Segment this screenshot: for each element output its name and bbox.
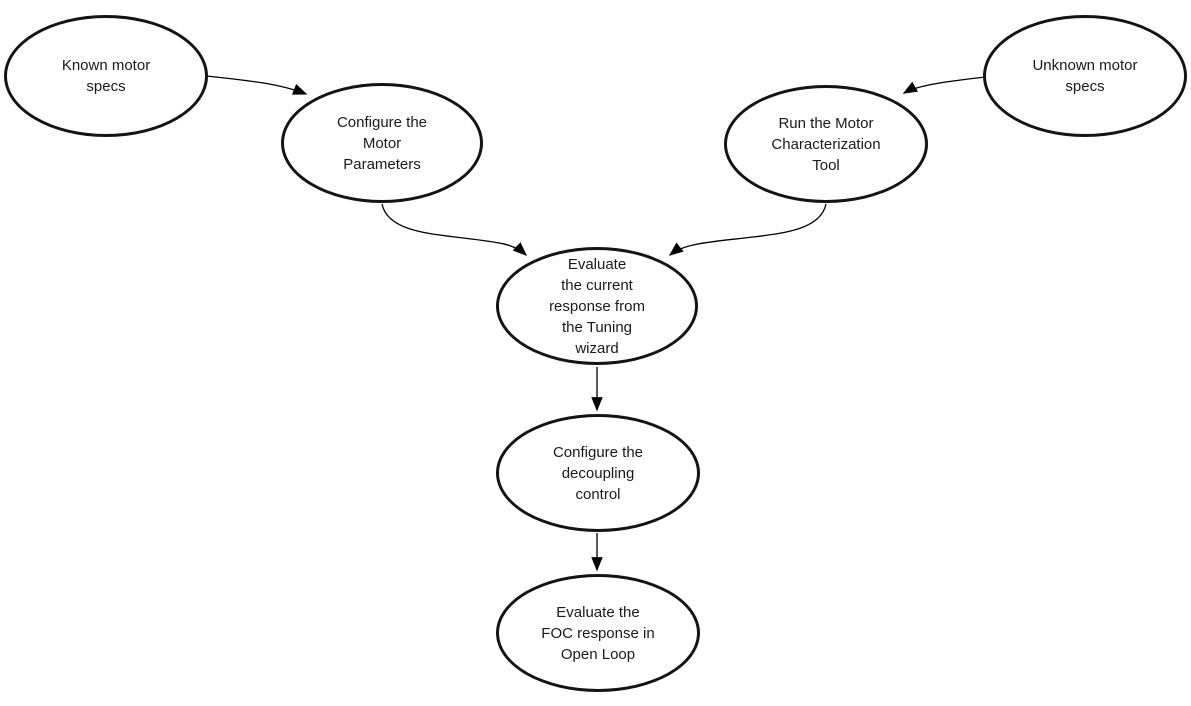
node-label: Evaluate the current response from the T…	[549, 255, 645, 357]
edge-configure-to-evaluate-arrow	[381, 203, 528, 256]
node-configure-decoupling-control: Configure the decoupling control	[496, 414, 700, 532]
node-label: Configure the Motor Parameters	[336, 113, 428, 173]
node-label: Run the Motor Characterization Tool	[771, 114, 881, 174]
node-label: Known motor specs	[61, 57, 151, 95]
node-configure-motor-parameters: Configure the Motor Parameters	[281, 83, 483, 203]
node-known-motor-specs: Known motor specs	[4, 15, 208, 137]
edge-known-to-configure-arrow	[205, 75, 308, 95]
node-unknown-motor-specs: Unknown motor specs	[983, 15, 1187, 137]
node-label: Evaluate the FOC response in Open Loop	[541, 603, 655, 663]
edge-unknown-to-runtool-arrow	[902, 76, 987, 94]
node-run-motor-characterization-tool: Run the Motor Characterization Tool	[724, 85, 928, 203]
node-label: Configure the decoupling control	[552, 443, 644, 503]
node-label: Unknown motor specs	[1032, 57, 1138, 95]
edge-runtool-to-evaluate-arrow	[668, 203, 827, 256]
node-evaluate-foc-open-loop: Evaluate the FOC response in Open Loop	[496, 574, 700, 692]
node-evaluate-current-response: Evaluate the current response from the T…	[496, 247, 698, 365]
